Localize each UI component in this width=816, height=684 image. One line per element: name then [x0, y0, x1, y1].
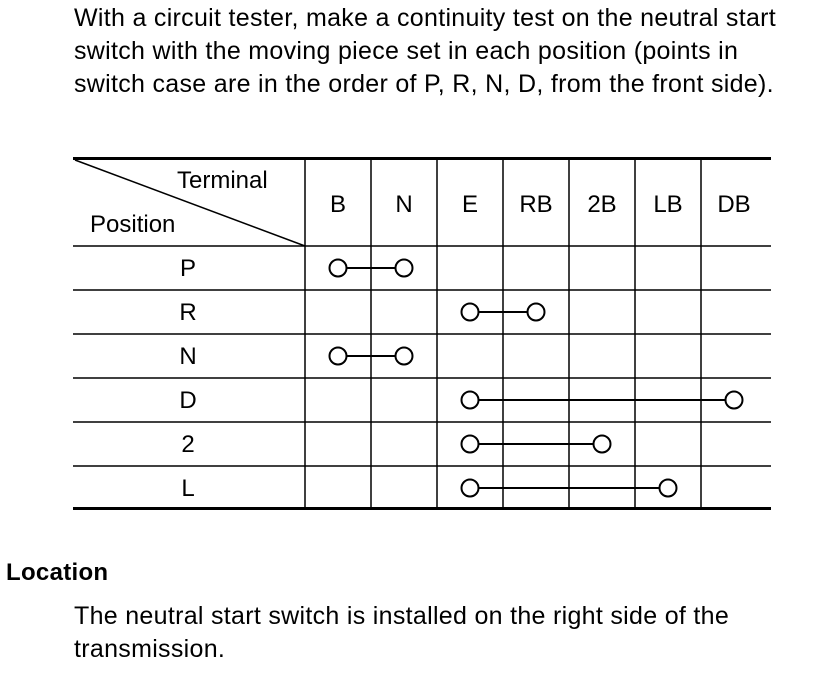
- position-label-p: P: [179, 255, 196, 282]
- continuity-point-p-b: [328, 258, 348, 278]
- position-label-l: L: [181, 475, 195, 502]
- continuity-table: Terminal Position B N E RB 2B LB DB P R …: [73, 157, 771, 512]
- continuity-point-d-e: [460, 390, 480, 410]
- corner-diagonal: [74, 159, 306, 247]
- position-label-n: N: [179, 343, 197, 370]
- position-label-2: 2: [181, 431, 195, 458]
- terminal-header-b: B: [329, 191, 346, 218]
- continuity-point-n-n: [394, 346, 414, 366]
- terminal-header-rb: RB: [519, 191, 553, 218]
- location-paragraph: The neutral start switch is installed on…: [74, 602, 730, 663]
- corner-label-terminal: Terminal: [177, 167, 268, 194]
- terminal-header-2b: 2B: [587, 191, 617, 218]
- continuity-point-l-lb: [658, 478, 678, 498]
- terminal-header-lb: LB: [653, 191, 683, 218]
- continuity-point-2-e: [460, 434, 480, 454]
- corner-label-position: Position: [90, 211, 176, 238]
- continuity-point-2-2b: [592, 434, 612, 454]
- position-label-d: D: [179, 387, 197, 414]
- continuity-point-d-db: [724, 390, 744, 410]
- intro-paragraph: With a circuit tester, make a continuity…: [74, 4, 777, 98]
- position-label-r: R: [179, 299, 197, 326]
- table-grid: [73, 157, 771, 510]
- terminal-header-e: E: [461, 191, 478, 218]
- continuity-point-l-e: [460, 478, 480, 498]
- continuity-point-r-e: [460, 302, 480, 322]
- terminal-header-n: N: [395, 191, 413, 218]
- continuity-point-p-n: [394, 258, 414, 278]
- continuity-point-r-rb: [526, 302, 546, 322]
- terminal-header-db: DB: [717, 191, 751, 218]
- continuity-point-n-b: [328, 346, 348, 366]
- location-heading: Location: [6, 559, 109, 586]
